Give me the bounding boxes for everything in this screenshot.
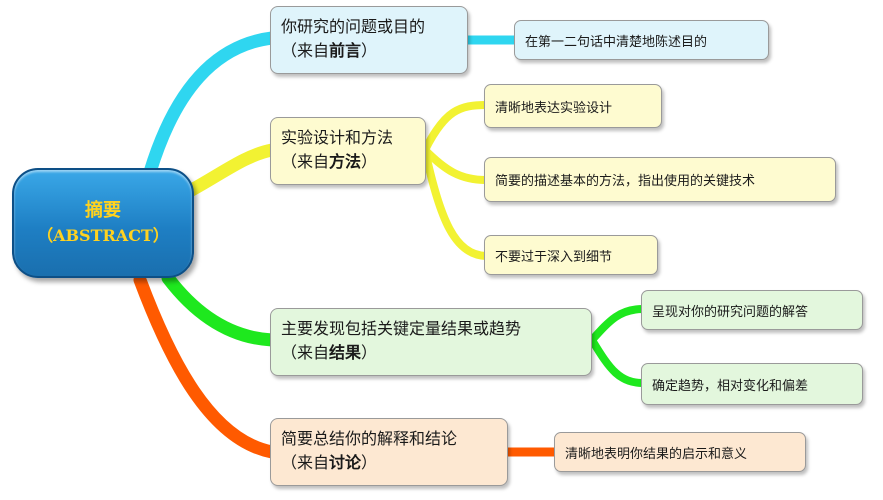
branch-methods-source: （来自方法） (281, 152, 378, 171)
branch-node-results: 主要发现包括关键定量结果或趋势 （来自结果） (270, 308, 592, 376)
branch-methods-line1: 实验设计和方法 (281, 128, 394, 147)
branch-intro-line1: 你研究的问题或目的 (281, 17, 426, 36)
leaf-results-2: 确定趋势，相对变化和偏差 (641, 363, 863, 405)
leaf-methods-2: 简要的描述基本的方法，指出使用的关键技术 (484, 157, 836, 202)
connector-methods-to-leaf3 (421, 146, 490, 260)
leaf-methods-3: 不要过于深入到细节 (484, 235, 658, 275)
branch-node-intro: 你研究的问题或目的 （来自前言） (270, 6, 468, 74)
connector-results-to-leaf1 (588, 305, 647, 344)
root-node-abstract: 摘要 （ABSTRACT） (12, 168, 194, 278)
root-subtitle: （ABSTRACT） (37, 226, 169, 245)
connector-root-to-discussion (133, 273, 279, 459)
root-title: 摘要 (85, 200, 121, 221)
branch-discussion-source: （来自讨论） (281, 453, 378, 472)
branch-results-source: （来自结果） (281, 343, 378, 362)
connector-methods-to-leaf2 (421, 146, 490, 184)
branch-intro-source: （来自前言） (281, 41, 378, 60)
branch-discussion-line1: 简要总结你的解释和结论 (281, 429, 458, 448)
connector-root-to-intro (143, 31, 279, 179)
leaf-discussion-1: 清晰地表明你结果的启示和意义 (554, 432, 806, 472)
connector-methods-to-leaf1 (421, 101, 490, 154)
leaf-results-1: 呈现对你的研究问题的解答 (641, 290, 863, 330)
connector-root-to-methods (181, 143, 279, 199)
leaf-intro-1: 在第一二句话中清楚地陈述目的 (514, 20, 769, 60)
connector-results-to-leaf2 (588, 336, 647, 387)
branch-node-discussion: 简要总结你的解释和结论 （来自讨论） (270, 418, 508, 486)
connector-root-to-results (161, 271, 279, 347)
leaf-methods-1: 清晰地表达实验设计 (484, 84, 662, 128)
branch-results-line1: 主要发现包括关键定量结果或趋势 (281, 319, 522, 338)
branch-node-methods: 实验设计和方法 （来自方法） (270, 117, 426, 185)
